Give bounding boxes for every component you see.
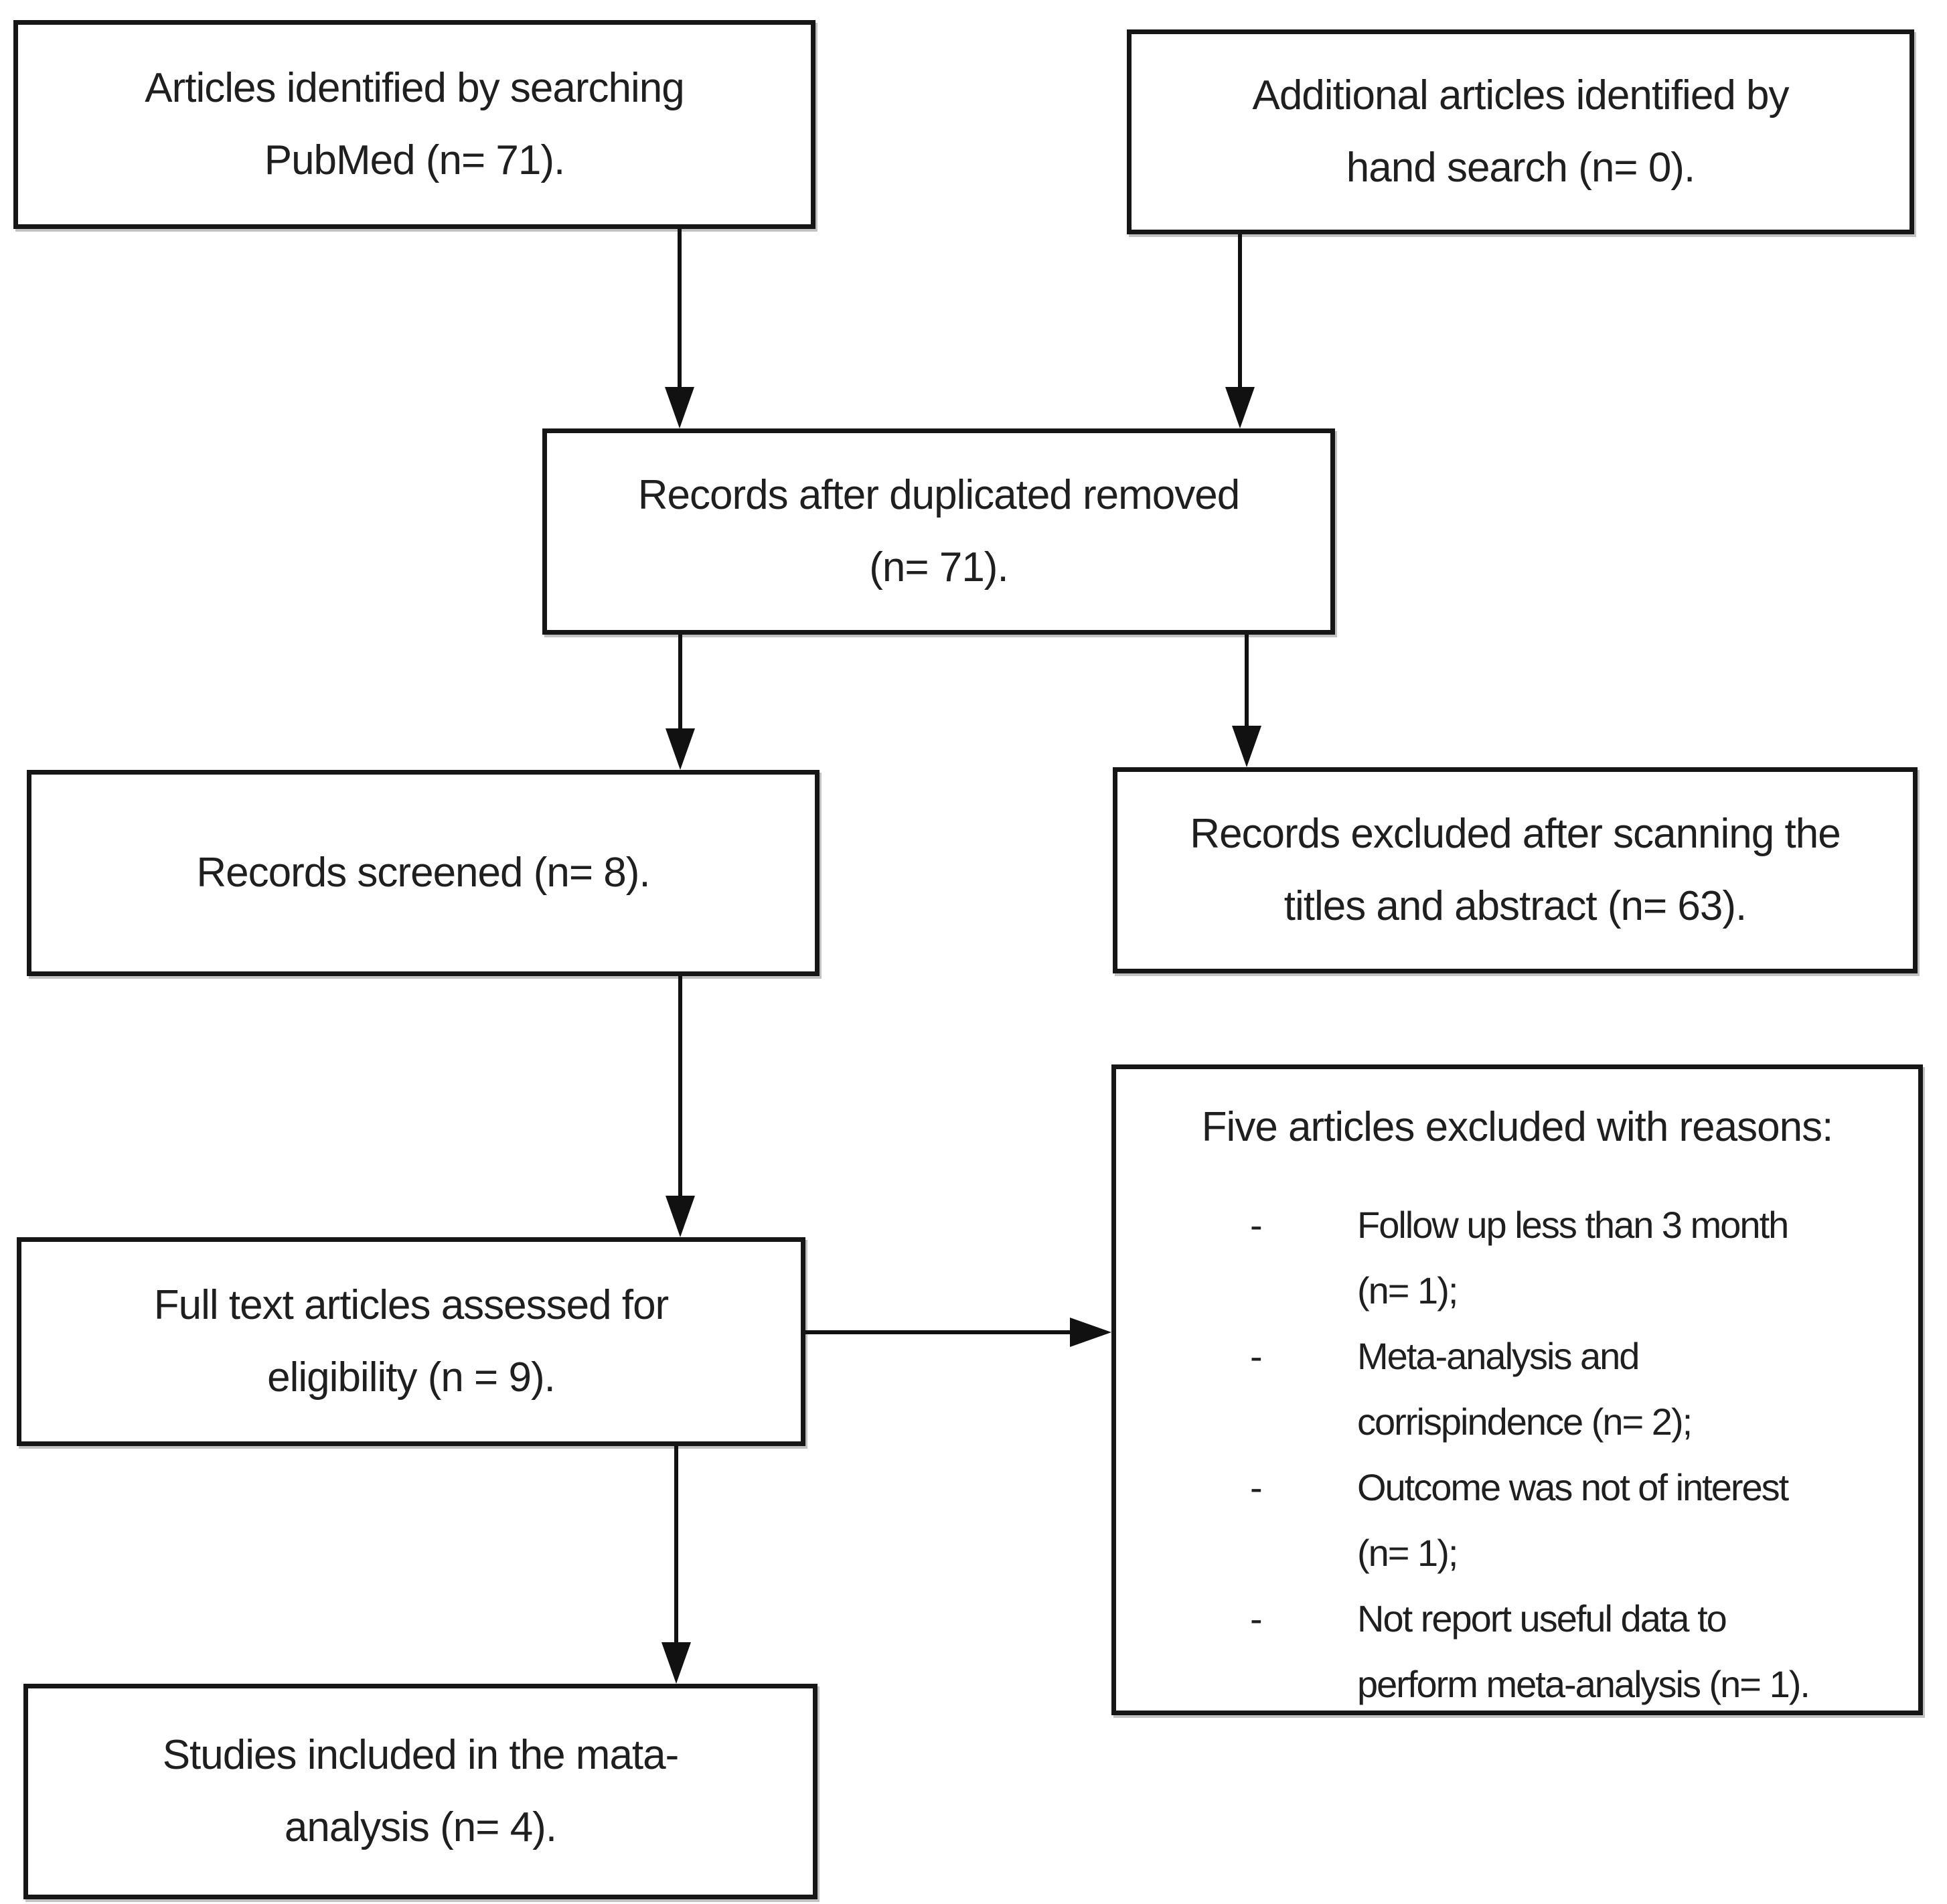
exclusion-reason-text: Outcome was not of interest (n= 1); <box>1357 1466 1789 1574</box>
exclusion-reason-item: - Meta-analysis and corrispindence (n= 2… <box>1250 1324 1905 1455</box>
arrow-shaft <box>805 1330 1074 1334</box>
exclusion-reason-text: Not report useful data to perform meta-a… <box>1357 1597 1810 1705</box>
arrow-head <box>666 728 695 770</box>
box-fulltext-assessed-text: Full text articles assessed for eligibil… <box>153 1282 669 1401</box>
box-exclusion-reasons: Five articles excluded with reasons: - F… <box>1111 1064 1923 1715</box>
arrow-handsearch-to-duplicates <box>1225 234 1255 428</box>
arrow-shaft <box>674 1446 678 1646</box>
box-records-excluded-titles: Records excluded after scanning the titl… <box>1113 767 1918 973</box>
arrow-head <box>666 1196 695 1237</box>
box-articles-pubmed: Articles identified by searching PubMed … <box>13 20 815 229</box>
box-records-after-duplicates-text: Records after duplicated removed (n= 71)… <box>637 472 1240 590</box>
arrow-fulltext-to-reasons <box>805 1317 1111 1348</box>
exclusion-reason-item: - Follow up less than 3 month (n= 1); <box>1250 1192 1905 1324</box>
exclusion-reason-text: Meta-analysis and corrispindence (n= 2); <box>1357 1335 1693 1443</box>
arrow-shaft <box>1245 635 1249 730</box>
arrow-fulltext-to-included <box>661 1446 692 1684</box>
box-studies-included-text: Studies included in the mata- analysis (… <box>162 1732 680 1850</box>
exclusion-reason-item: - Outcome was not of interest (n= 1); <box>1250 1455 1905 1586</box>
bullet-dash: - <box>1250 1335 1263 1377</box>
box-additional-hand-search: Additional articles identified by hand s… <box>1127 29 1914 234</box>
arrow-head <box>665 387 694 428</box>
arrow-shaft <box>678 976 682 1200</box>
box-records-excluded-titles-text: Records excluded after scanning the titl… <box>1190 811 1841 929</box>
box-records-screened: Records screened (n= 8). <box>27 770 820 976</box>
exclusion-reason-item: - Not report useful data to perform meta… <box>1250 1586 1905 1717</box>
exclusion-reason-text: Follow up less than 3 month (n= 1); <box>1357 1204 1789 1312</box>
exclusion-reasons-heading: Five articles excluded with reasons: <box>1201 1104 1834 1150</box>
box-fulltext-assessed: Full text articles assessed for eligibil… <box>17 1237 805 1446</box>
arrow-duplicates-to-excluded <box>1231 635 1262 767</box>
box-studies-included: Studies included in the mata- analysis (… <box>23 1684 817 1899</box>
bullet-dash: - <box>1250 1204 1263 1246</box>
box-additional-hand-search-text: Additional articles identified by hand s… <box>1252 72 1789 191</box>
bullet-dash: - <box>1250 1597 1263 1640</box>
arrow-pubmed-to-duplicates <box>664 229 695 428</box>
arrow-shaft <box>1238 234 1242 391</box>
arrow-head <box>1070 1318 1111 1347</box>
arrow-screened-to-fulltext <box>665 976 696 1237</box>
box-articles-pubmed-text: Articles identified by searching PubMed … <box>145 65 684 183</box>
box-records-screened-text: Records screened (n= 8). <box>196 850 650 896</box>
arrow-shaft <box>678 635 682 732</box>
arrow-head <box>661 1642 691 1684</box>
arrow-head <box>1232 726 1261 767</box>
arrow-shaft <box>678 229 682 391</box>
arrow-duplicates-to-screened <box>665 635 696 770</box>
box-records-after-duplicates: Records after duplicated removed (n= 71)… <box>542 428 1335 635</box>
bullet-dash: - <box>1250 1466 1263 1508</box>
arrow-head <box>1225 387 1255 428</box>
